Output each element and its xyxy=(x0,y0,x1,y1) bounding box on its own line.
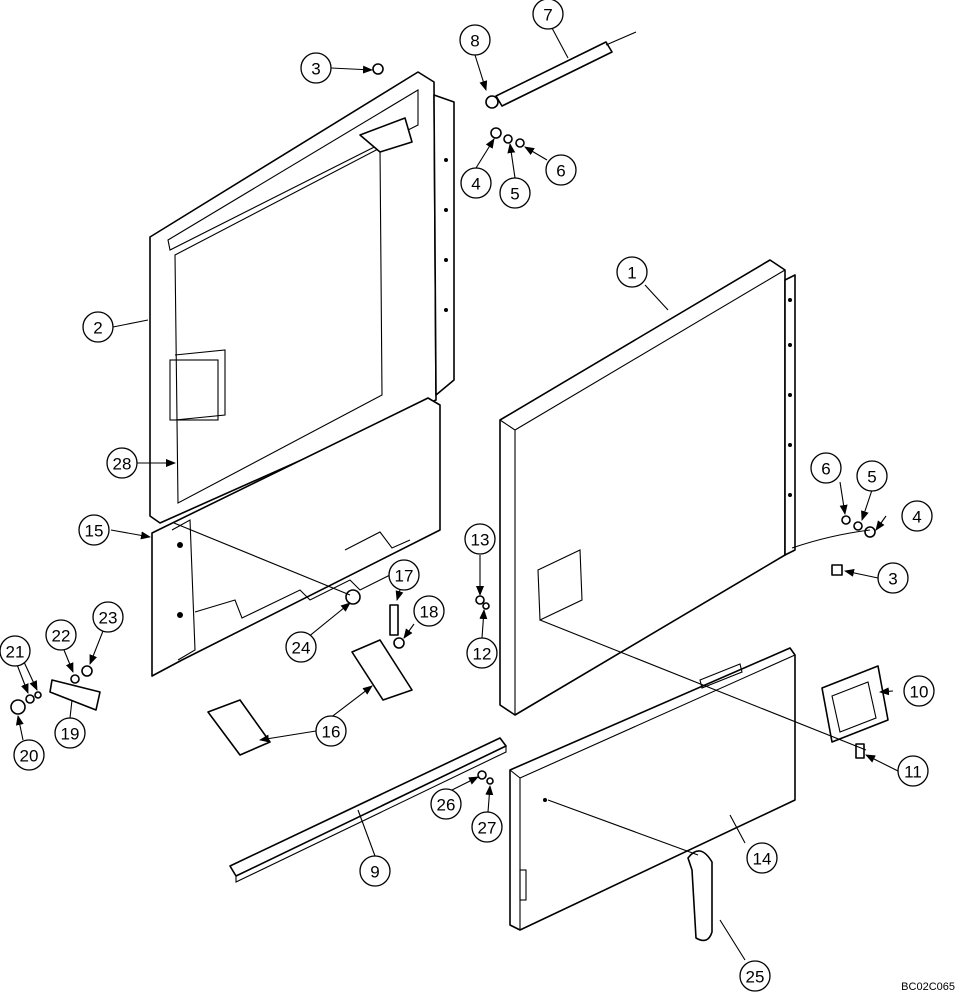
svg-text:17: 17 xyxy=(395,567,414,586)
hardware-upper xyxy=(345,63,876,785)
callout-1: 1 xyxy=(616,256,648,288)
svg-text:13: 13 xyxy=(471,531,490,550)
seal-strip xyxy=(229,737,507,883)
svg-text:5: 5 xyxy=(867,468,876,487)
latch xyxy=(821,665,889,743)
svg-text:3: 3 xyxy=(311,60,320,79)
svg-text:2: 2 xyxy=(93,319,102,338)
callout-27: 27 xyxy=(471,811,503,843)
svg-text:20: 20 xyxy=(20,747,39,766)
callout-25: 25 xyxy=(739,960,771,992)
svg-text:4: 4 xyxy=(471,175,480,194)
hardware-left xyxy=(10,665,101,715)
callout-24: 24 xyxy=(285,631,317,663)
svg-text:6: 6 xyxy=(821,460,830,479)
svg-text:3: 3 xyxy=(888,570,897,589)
callout-18: 18 xyxy=(413,595,445,627)
callout-28: 28 xyxy=(106,447,138,479)
svg-text:8: 8 xyxy=(470,32,479,51)
lower-panel xyxy=(151,397,441,677)
callout-6-right: 6 xyxy=(810,452,842,484)
callout-3-top: 3 xyxy=(300,52,332,84)
callout-22: 22 xyxy=(45,619,77,651)
callout-5-right: 5 xyxy=(856,460,888,492)
callout-3-right: 3 xyxy=(877,562,909,594)
svg-text:24: 24 xyxy=(292,639,311,658)
svg-text:7: 7 xyxy=(543,6,552,25)
svg-text:22: 22 xyxy=(52,627,71,646)
callout-6-top: 6 xyxy=(545,154,577,186)
svg-text:19: 19 xyxy=(61,725,80,744)
right-door-panel xyxy=(499,259,796,716)
svg-text:6: 6 xyxy=(556,162,565,181)
svg-text:23: 23 xyxy=(99,609,118,628)
svg-text:15: 15 xyxy=(85,522,104,541)
callout-5-top: 5 xyxy=(499,177,531,209)
callout-23: 23 xyxy=(92,601,124,633)
svg-text:5: 5 xyxy=(510,185,519,204)
callout-13: 13 xyxy=(464,523,496,555)
svg-text:25: 25 xyxy=(746,968,765,987)
callout-9: 9 xyxy=(359,855,391,887)
callout-15: 15 xyxy=(78,514,110,546)
svg-text:4: 4 xyxy=(912,508,921,527)
drawing-code: BC02C065 xyxy=(901,981,955,993)
svg-text:9: 9 xyxy=(370,863,379,882)
callout-4-right: 4 xyxy=(901,500,933,532)
callout-7: 7 xyxy=(532,0,564,30)
svg-text:10: 10 xyxy=(910,683,929,702)
callout-17: 17 xyxy=(388,559,420,591)
lower-right-door xyxy=(509,647,796,931)
callout-14: 14 xyxy=(746,842,778,874)
callout-11: 11 xyxy=(897,755,929,787)
upper-door-frame xyxy=(149,71,455,524)
callout-12: 12 xyxy=(466,637,498,669)
gas-strut xyxy=(485,31,637,109)
callout-20: 20 xyxy=(13,739,45,771)
svg-text:12: 12 xyxy=(473,645,492,664)
callout-21: 21 xyxy=(0,635,31,667)
brackets xyxy=(207,639,413,756)
svg-text:18: 18 xyxy=(420,603,439,622)
callout-19: 19 xyxy=(54,717,86,749)
callout-10: 10 xyxy=(903,675,935,707)
leader-lines xyxy=(15,27,899,961)
handle xyxy=(687,850,713,942)
svg-text:28: 28 xyxy=(113,455,132,474)
svg-text:16: 16 xyxy=(322,723,341,742)
svg-text:1: 1 xyxy=(627,264,636,283)
svg-text:26: 26 xyxy=(437,796,456,815)
svg-text:21: 21 xyxy=(6,643,25,662)
callout-26: 26 xyxy=(430,788,462,820)
callout-4-top: 4 xyxy=(460,167,492,199)
callout-16: 16 xyxy=(315,715,347,747)
callout-8: 8 xyxy=(459,24,491,56)
svg-text:11: 11 xyxy=(904,763,922,782)
callout-2: 2 xyxy=(82,311,114,343)
svg-text:14: 14 xyxy=(753,850,772,869)
svg-text:27: 27 xyxy=(478,819,497,838)
